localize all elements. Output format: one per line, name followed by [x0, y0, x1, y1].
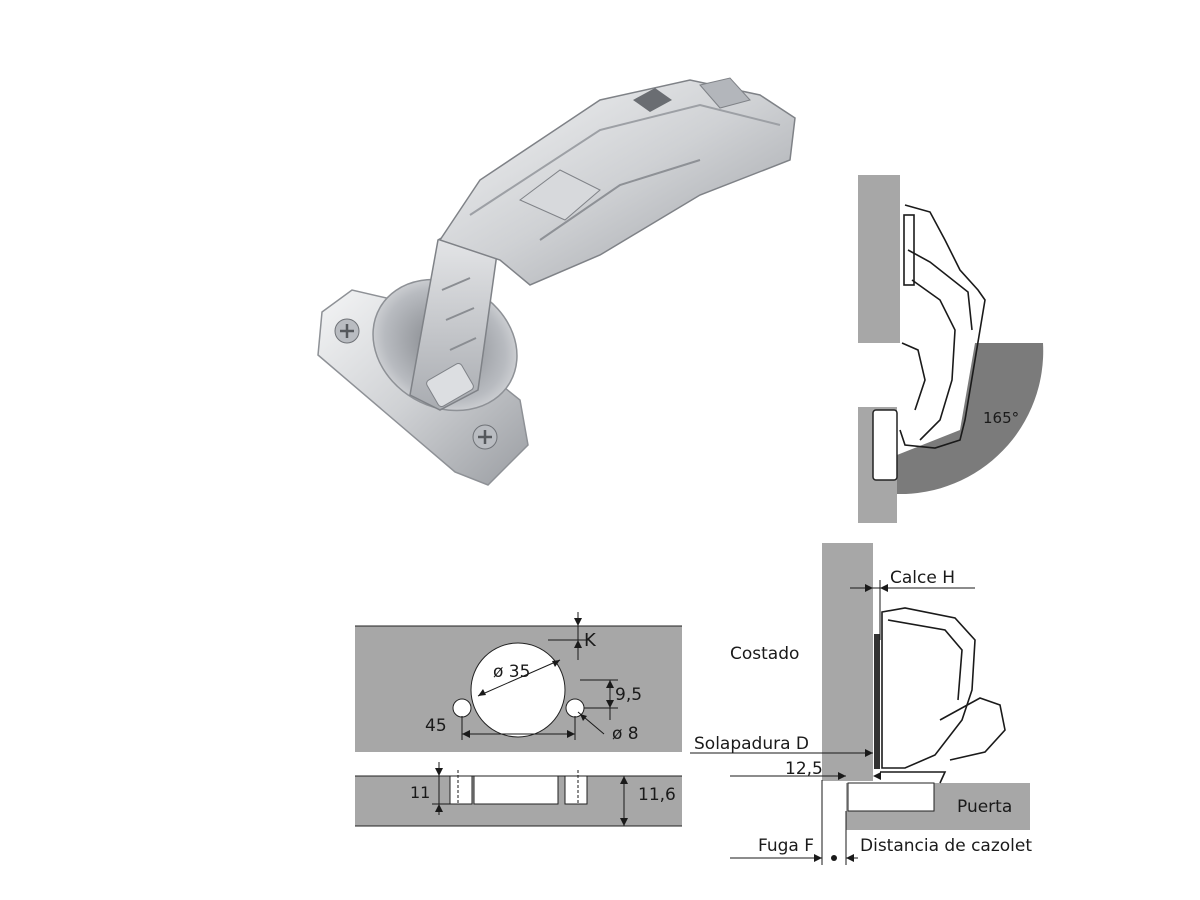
screw-hole-diameter-label: ø 8	[612, 724, 639, 744]
dim-12-5-label: 12,5	[785, 759, 823, 779]
screw-hole-left	[452, 698, 472, 718]
opened-hinge-outline	[899, 204, 986, 449]
adjustment-slot	[633, 88, 672, 112]
solapadura-label: Solapadura D	[694, 734, 809, 754]
cup-hole	[470, 642, 566, 738]
opening-angle-view: 165°	[858, 175, 1044, 523]
opening-sector	[897, 343, 1044, 495]
puerta-label: Puerta	[957, 797, 1012, 817]
closed-hinge-outline	[880, 607, 1006, 784]
drilling-plan: K ø 35 9,5 45 ø 8 11 11,6	[355, 612, 682, 827]
calce-label: Calce H	[890, 568, 955, 588]
opening-angle-label: 165°	[983, 409, 1019, 427]
costado-panel	[822, 543, 873, 781]
cup-depth-label: 11	[410, 783, 430, 802]
k-label: K	[584, 630, 597, 651]
fuga-label: Fuga F	[758, 836, 814, 856]
screw-left-icon	[334, 318, 360, 344]
hole-spacing-label: 45	[425, 716, 447, 736]
hinge-arm	[438, 79, 796, 286]
hole-offset-label: 9,5	[615, 685, 642, 705]
section-view: Calce H Costado Solapadura D 12,5 Puerta…	[690, 543, 1032, 865]
hinge-photo	[317, 77, 796, 486]
cabinet-side-upper	[858, 175, 900, 343]
cup-diameter-label: ø 35	[493, 662, 530, 682]
screw-right-icon	[472, 424, 498, 450]
distancia-label: Distancia de cazolet	[860, 836, 1032, 856]
panel-thickness-label: 11,6	[638, 785, 676, 805]
costado-label: Costado	[730, 644, 799, 664]
